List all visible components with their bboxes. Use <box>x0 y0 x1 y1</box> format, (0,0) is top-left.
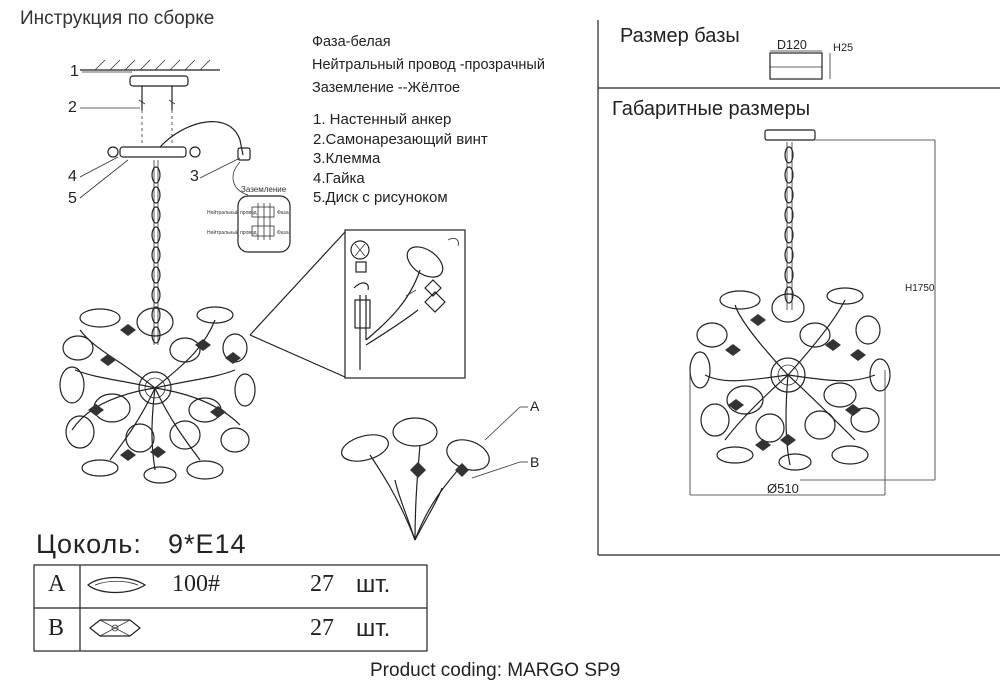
row-b-unit: шт. <box>356 615 391 642</box>
base-height: H25 <box>833 42 854 54</box>
callout-5: 5 <box>68 190 77 207</box>
row-a-letter: A <box>48 571 66 597</box>
row-b-qty: 27 <box>310 615 334 641</box>
flower-detail <box>341 406 528 541</box>
row-b-letter: B <box>48 615 65 641</box>
detail-box <box>344 229 466 379</box>
row-a-qty: 27 <box>310 571 334 597</box>
page-title: Инструкция по сборке <box>20 8 215 29</box>
base-size-title: Размер базы <box>620 25 740 47</box>
grounding-neutral-label: Нейтральный провод <box>207 210 257 216</box>
socket-value: 9*E14 <box>168 529 247 559</box>
part-4: 4.Гайка <box>313 169 365 187</box>
part-5: 5.Диск с рисуноком <box>313 189 448 206</box>
socket-label: Цоколь: <box>36 529 142 559</box>
base-diameter: D120 <box>777 38 807 52</box>
grounding-neutral-label-2: Нейтральный провод <box>207 230 257 236</box>
callout-4: 4 <box>68 168 77 185</box>
callout-1: 1 <box>70 63 79 80</box>
wiring-phase: Фаза-белая <box>312 34 391 50</box>
grounding-phase-label: Фаза <box>277 210 289 216</box>
assembly-diagram <box>59 59 346 484</box>
grounding-box <box>237 195 291 253</box>
chandelier-left <box>59 306 256 484</box>
wiring-neutral: Нейтральный провод -прозрачный <box>312 57 545 73</box>
part-1: 1. Настенный анкер <box>313 111 452 128</box>
detail-label-b: B <box>530 454 540 470</box>
overall-size-title: Габаритные размеры <box>612 98 811 120</box>
overall-height: H1750 <box>905 283 935 294</box>
overall-diameter: Ø510 <box>767 481 799 496</box>
crystal-bead-icon <box>89 619 141 637</box>
row-a-unit: шт. <box>356 571 391 598</box>
detail-label-a: A <box>530 398 540 414</box>
part-3: 3.Клемма <box>313 150 381 167</box>
glass-petal-icon <box>87 576 147 594</box>
overall-size-drawing <box>689 129 936 496</box>
product-coding: Product coding: MARGO SP9 <box>370 660 621 681</box>
callout-2: 2 <box>68 99 77 116</box>
callout-3: 3 <box>190 168 199 185</box>
grounding-title: Заземление <box>241 185 287 194</box>
part-2: 2.Самонарезающий винт <box>313 130 488 148</box>
base-size-drawing <box>769 50 831 80</box>
row-a-code: 100# <box>172 571 220 597</box>
wiring-ground: Заземление --Жёлтое <box>312 80 461 96</box>
grounding-phase-label-2: Фаза <box>277 230 289 236</box>
socket-table-frame <box>33 564 428 652</box>
right-panel-frame <box>597 20 1000 556</box>
